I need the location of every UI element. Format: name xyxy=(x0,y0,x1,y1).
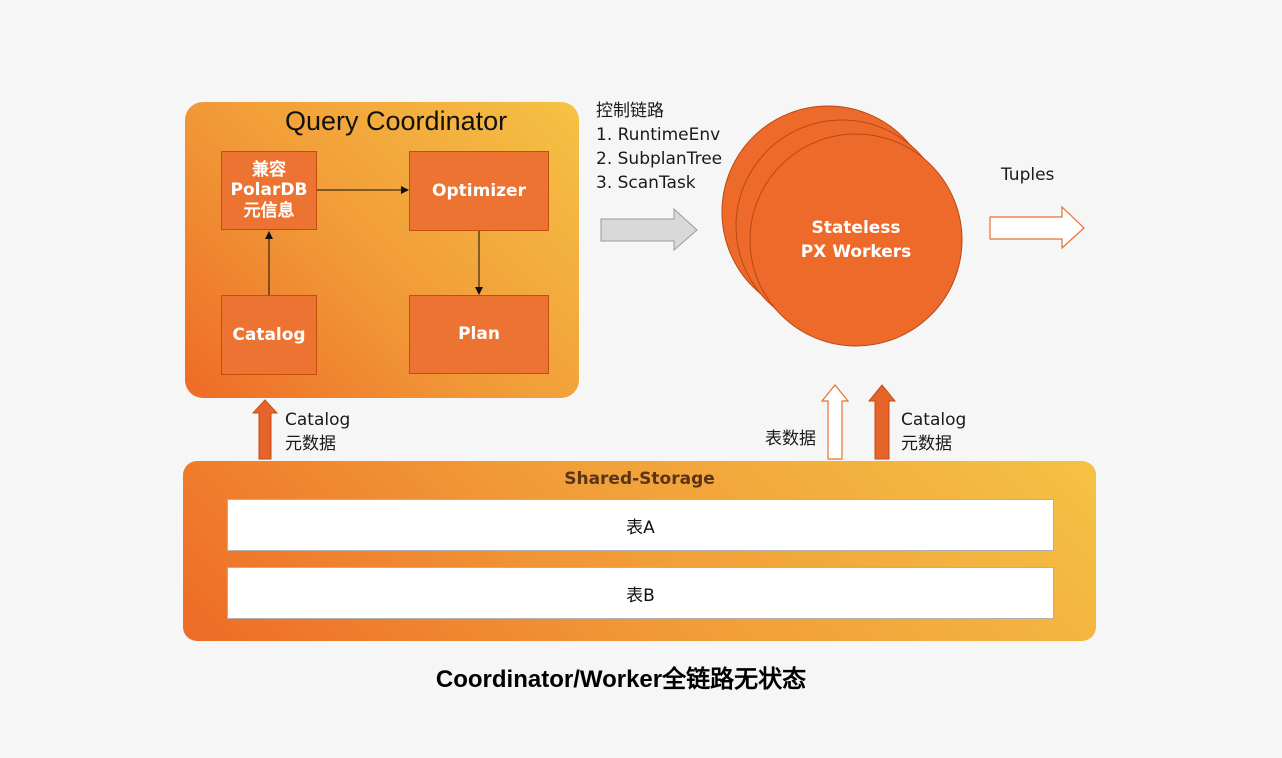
optimizer-label: Optimizer xyxy=(432,180,526,201)
query-coordinator-panel: Query Coordinator 兼容 PolarDB 元信息 Optimiz… xyxy=(185,102,579,398)
control-link-item: 3. ScanTask xyxy=(596,173,696,193)
optimizer-box: Optimizer xyxy=(409,151,549,231)
plan-label: Plan xyxy=(458,324,500,345)
worker-circle-front xyxy=(749,133,963,347)
plan-box: Plan xyxy=(409,295,549,374)
left-catalog-line1: Catalog xyxy=(285,410,351,430)
storage-title: Shared-Storage xyxy=(564,469,715,489)
table-data-up-arrow xyxy=(820,384,850,460)
control-link-arrow xyxy=(600,207,698,252)
coordinator-title: Query Coordinator xyxy=(285,106,508,136)
tuples-output-arrow xyxy=(989,205,1085,250)
control-link-text: 控制链路 1. RuntimeEnv 2. SubplanTree 3. Sca… xyxy=(596,99,722,195)
tuples-label: Tuples xyxy=(1001,165,1055,185)
catalog-box: Catalog xyxy=(221,295,317,375)
compat-polardb-metadata-box: 兼容 PolarDB 元信息 xyxy=(221,151,317,230)
compat-line2: PolarDB xyxy=(230,180,308,201)
diagram-caption: Coordinator/Worker全链路无状态 xyxy=(435,666,807,693)
shared-storage-panel: Shared-Storage 表A 表B xyxy=(183,461,1096,641)
worker-catalog-up-arrow xyxy=(867,384,897,460)
control-link-item: 1. RuntimeEnv xyxy=(596,125,721,145)
right-catalog-line2: 元数据 xyxy=(901,434,952,454)
workers-line1: Stateless xyxy=(811,218,901,238)
catalog-label: Catalog xyxy=(232,324,306,345)
control-link-item: 2. SubplanTree xyxy=(596,149,723,169)
workers-line2: PX Workers xyxy=(800,242,912,262)
table-data-label: 表数据 xyxy=(765,429,816,449)
left-catalog-label: Catalog 元数据 xyxy=(285,408,350,456)
catalog-metadata-up-arrow xyxy=(251,399,279,460)
compat-line3: 元信息 xyxy=(243,200,295,221)
right-catalog-label: Catalog 元数据 xyxy=(901,408,966,456)
control-link-title: 控制链路 xyxy=(596,101,664,121)
compat-line1: 兼容 xyxy=(252,159,286,180)
table-b-bar: 表B xyxy=(227,567,1054,619)
table-a-bar: 表A xyxy=(227,499,1054,551)
left-catalog-line2: 元数据 xyxy=(285,434,336,454)
right-catalog-line1: Catalog xyxy=(901,410,967,430)
workers-label: Stateless PX Workers xyxy=(776,216,936,264)
